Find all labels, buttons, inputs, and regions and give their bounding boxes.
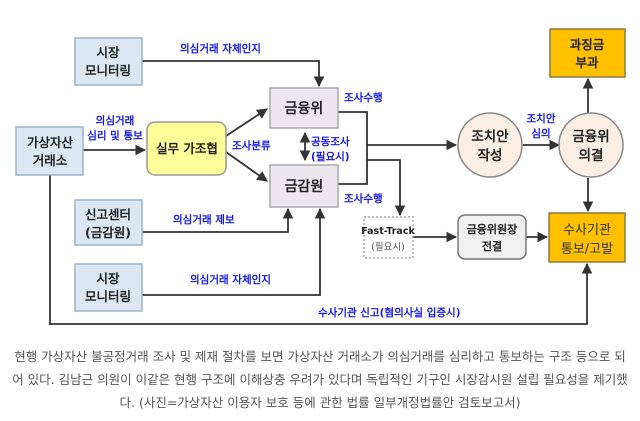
edge-label-report-police: 수사기관 신고(혐의사실 입증시): [318, 306, 461, 319]
edge-label-self-detect-top: 의심거래 자체인지: [180, 42, 261, 55]
node-label: 전결: [482, 239, 502, 253]
process-diagram: 시장 모니터링 가상자산 거래소 실무 가조협 금융위 금감원 조치안 작성 금…: [15, 28, 626, 325]
node-chairman: 금융위원장 전결: [457, 214, 527, 260]
node-fast-track: Fast-Track (필요시): [361, 216, 415, 259]
arrow-monitor-to-fsc: [142, 60, 325, 88]
node-label: 조치안: [471, 128, 509, 145]
node-draft-action: 조치안 작성: [457, 112, 523, 178]
node-label: Fast-Track: [361, 226, 415, 237]
edge-label-self-detect-bottom: 의심거래 자체인지: [190, 273, 271, 286]
edge-label-deliberation-2: 심의: [531, 127, 550, 140]
bracket-investigate: [338, 111, 368, 185]
edge-label-joint-cond: (필요시): [311, 150, 350, 163]
arrow-group-to-fss: [225, 151, 268, 182]
node-label: 금융위원장: [467, 222, 518, 236]
edge-label-deliberation: 조치안: [527, 112, 556, 125]
node-label: 실무 가조협: [156, 141, 218, 156]
arrow-group-to-fsc: [225, 108, 268, 137]
edge-label-investigate-fss: 조사수행: [344, 192, 383, 205]
node-fss: 금감원: [269, 164, 339, 208]
node-exchange: 가상자산 거래소: [15, 126, 84, 176]
node-working-group: 실무 가조협: [146, 121, 227, 176]
connectors: [49, 60, 594, 325]
edge-label-tip: 의심거래 제보: [173, 213, 235, 226]
node-label: 신고센터: [85, 207, 131, 222]
node-label: 금감원: [285, 178, 324, 195]
arrow-exchange-to-prosecution: [49, 175, 593, 325]
node-label: 수사기관: [563, 223, 611, 238]
node-fsc: 금융위: [269, 87, 339, 129]
node-label: 모니터링: [85, 63, 131, 78]
edge-label-joint: 공동조사: [311, 135, 350, 148]
node-label: 모니터링: [85, 289, 131, 304]
edge-label-classify: 조사분류: [232, 139, 271, 152]
node-label: 과징금: [570, 37, 605, 52]
node-fsc-resolution: 금융위 의결: [558, 112, 624, 178]
edge-label-review: 의심거래: [96, 114, 135, 127]
node-label: 부과: [575, 55, 599, 70]
node-label: 거래소: [33, 153, 68, 168]
node-label: 시장: [96, 271, 120, 286]
image-caption: 현행 가상자산 불공정거래 조사 및 제재 절차를 보면 가상자산 거래소가 의…: [12, 349, 628, 410]
arrow-report-to-fss: [142, 207, 294, 233]
node-label: 작성: [478, 147, 503, 164]
edge-label-investigate-fsc: 조사수행: [344, 91, 383, 104]
node-report-center: 신고센터 (금감원): [74, 199, 143, 246]
node-label: (금감원): [85, 225, 131, 240]
node-prosecution: 수사기관 통보/고발: [548, 212, 626, 263]
node-label: 금융위: [572, 129, 609, 145]
node-label: 가상자산: [27, 135, 74, 150]
arrow-to-fasttrack: [367, 159, 406, 217]
node-label: 금융위: [285, 101, 324, 117]
node-monitor-bottom: 시장 모니터링: [74, 263, 143, 312]
node-monitor-top: 시장 모니터링: [74, 37, 143, 86]
edge-label-notify: 심리 및 통보: [87, 129, 143, 142]
node-label: 통보/고발: [561, 242, 613, 257]
node-penalty: 과징금 부과: [549, 28, 626, 78]
node-label: 시장: [96, 45, 120, 60]
node-label: (필요시): [371, 241, 405, 253]
node-label: 의결: [579, 147, 604, 164]
arrow-monitor2-to-fss: [142, 207, 326, 296]
